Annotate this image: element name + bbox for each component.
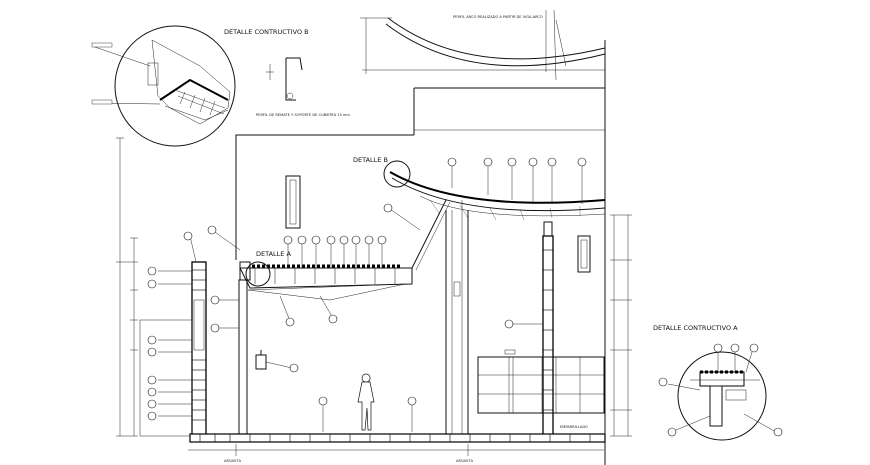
bottom-right-label: EMPARRILLADO — [560, 425, 588, 429]
detail-a-callout-circle — [245, 261, 271, 287]
detail-b-small-profile — [266, 57, 303, 101]
detail-b-circle — [91, 25, 236, 147]
detail-a-circle — [658, 343, 783, 441]
detail-b-callout-circle — [383, 160, 411, 188]
arc-profile-note: PERFIL ARCO REALIZADO A PARTIR DE VIGA-A… — [453, 15, 543, 19]
arc-profile — [360, 9, 606, 465]
detail-b-title: DETALLE CONTRUCTIVO B — [224, 28, 309, 36]
building-section — [139, 87, 606, 456]
bottom-mid-label: ARQUETA — [456, 459, 474, 463]
detail-b-side-note: PERFIL DE REMATE Y SOPORTE DE CUBIERTA 1… — [256, 113, 350, 117]
left-dimensions — [116, 137, 138, 437]
detail-a-title: DETALLE CONTRUCTIVO A — [653, 324, 738, 332]
detail-b-callout-label: DETALLE B — [353, 156, 388, 164]
detail-a-callout-label: DETALLE A — [256, 250, 291, 258]
bottom-left-label: ARQUETA — [224, 459, 242, 463]
right-dimensions — [610, 214, 632, 437]
reference-bubbles — [147, 157, 587, 432]
